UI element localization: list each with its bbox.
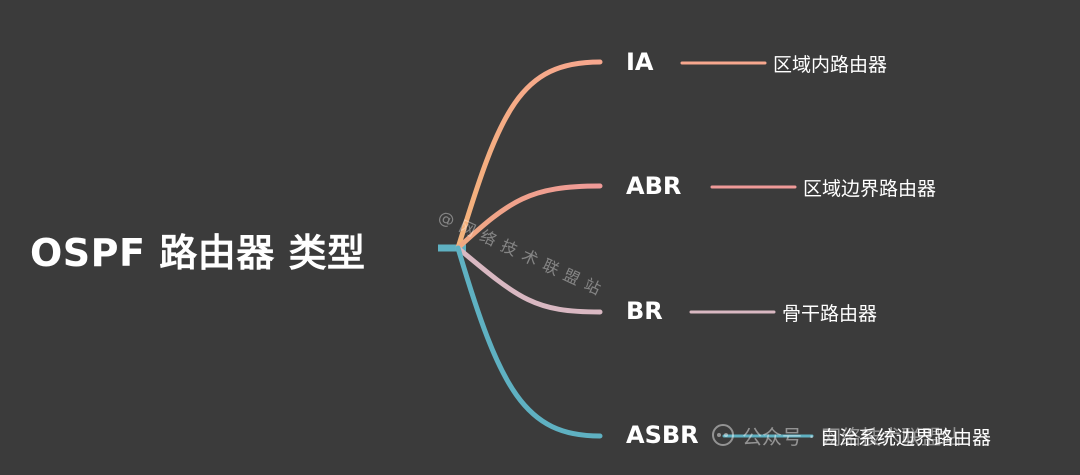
node-ia: IA bbox=[626, 48, 654, 76]
node-br: BR bbox=[626, 297, 663, 325]
wechat-icon bbox=[712, 424, 734, 446]
branch-line-br bbox=[455, 245, 603, 315]
desc-br: 骨干路由器 bbox=[782, 303, 878, 325]
bottom-watermark: 公众号 · 网络技术联盟站 bbox=[712, 420, 961, 450]
desc-abr: 区域边界路由器 bbox=[803, 178, 937, 200]
branch-line-ia bbox=[455, 59, 603, 251]
branch-line-asbr bbox=[455, 245, 603, 439]
node-abr: ABR bbox=[626, 172, 682, 200]
root-node-title: OSPF 路由器 类型 bbox=[30, 231, 366, 275]
desc-asbr: 自治系统边界路由器 bbox=[820, 427, 992, 449]
desc-ia: 区域内路由器 bbox=[773, 54, 888, 76]
bottom-watermark-text: 公众号 · 网络技术联盟站 bbox=[742, 424, 962, 449]
node-asbr: ASBR bbox=[626, 421, 699, 449]
branch-line-abr bbox=[455, 183, 603, 251]
